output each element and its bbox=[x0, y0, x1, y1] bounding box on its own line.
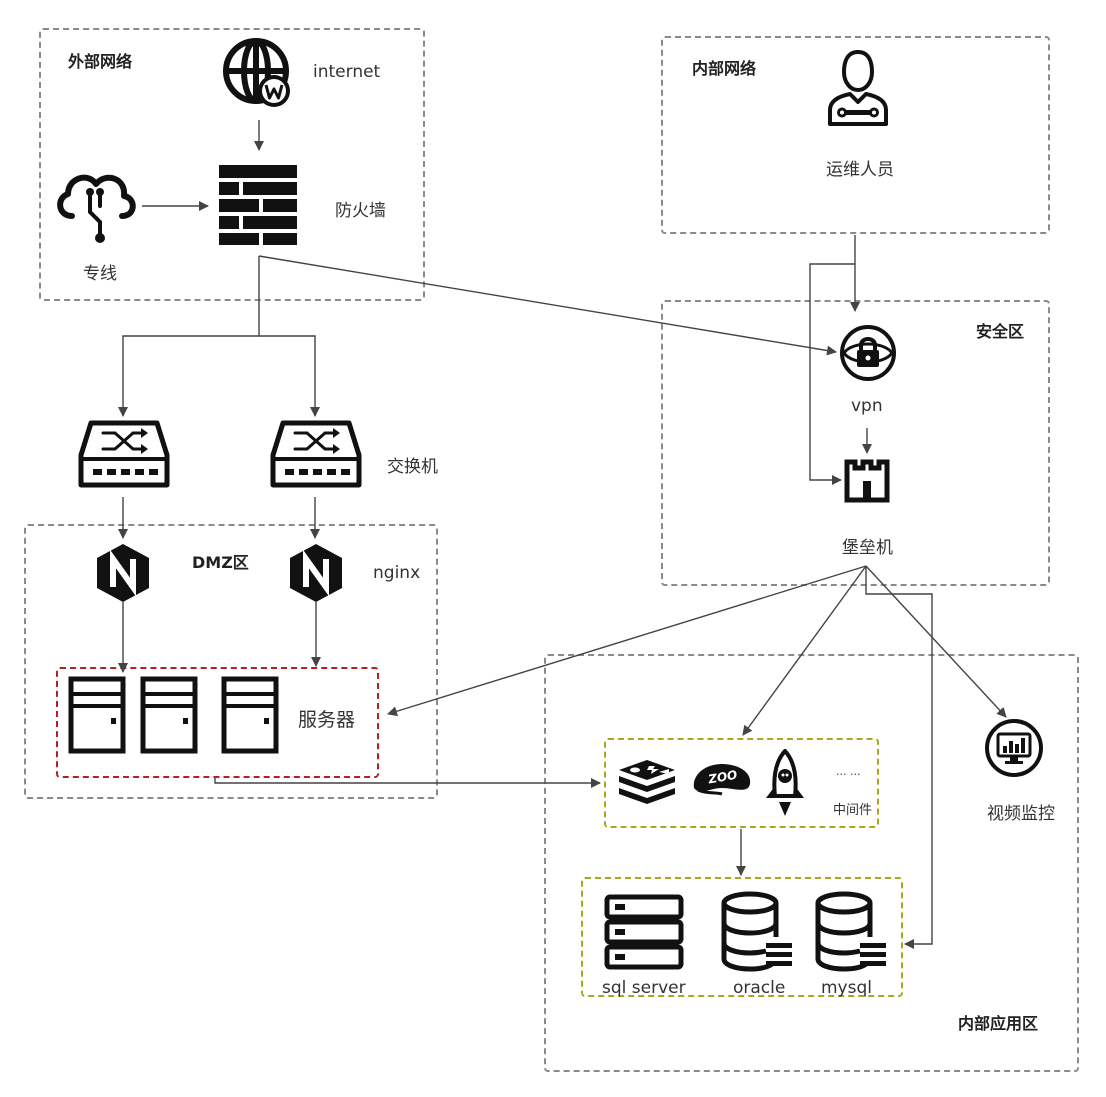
zookeeper-icon: ZOO bbox=[693, 764, 751, 796]
edge-ops-bastion bbox=[809, 263, 855, 485]
firewall-label: 防火墙 bbox=[335, 201, 386, 221]
monitor-chart-icon bbox=[985, 719, 1043, 777]
network-switch-icon bbox=[78, 420, 170, 488]
internal-network-title: 内部网络 bbox=[692, 59, 757, 78]
middleware-more-label: ... ... bbox=[836, 765, 861, 778]
leased-line-label: 专线 bbox=[83, 264, 117, 284]
server-cabinet-icon bbox=[68, 676, 126, 754]
nginx-hexagon-icon bbox=[97, 544, 149, 602]
middleware-label: 中间件 bbox=[833, 803, 873, 818]
external-network-title: 外部网络 bbox=[68, 52, 133, 71]
middleware-group bbox=[604, 738, 879, 828]
vpn-label: vpn bbox=[851, 396, 883, 416]
edge-bastion-monitor bbox=[865, 565, 1007, 718]
lock-globe-icon bbox=[840, 325, 896, 381]
svg-text:ZOO: ZOO bbox=[706, 768, 738, 787]
edge-bastion-servers bbox=[387, 565, 867, 717]
rocket-icon bbox=[766, 749, 804, 816]
brick-wall-icon bbox=[219, 165, 297, 245]
internal-app-zone-title: 内部应用区 bbox=[958, 1014, 1039, 1033]
dmz-zone bbox=[24, 524, 438, 799]
internet-label: internet bbox=[313, 62, 381, 82]
edge-bastion-database bbox=[865, 566, 933, 949]
security-zone-title: 安全区 bbox=[976, 322, 1025, 341]
server-cabinet-icon bbox=[221, 676, 279, 754]
dmz-zone-title: DMZ区 bbox=[192, 553, 249, 572]
redis-icon bbox=[619, 760, 675, 804]
edge-servers-middleware bbox=[214, 778, 601, 788]
server-stack-icon bbox=[604, 894, 684, 970]
person-wrench-icon bbox=[828, 50, 888, 126]
video-monitor-label: 视频监控 bbox=[987, 804, 1055, 824]
castle-tower-icon bbox=[844, 459, 890, 503]
internal-app-zone bbox=[544, 654, 1079, 1072]
external-network-zone bbox=[39, 28, 425, 301]
globe-w-icon bbox=[223, 38, 290, 107]
edge-firewall-switch-2 bbox=[259, 335, 320, 417]
oracle-label: oracle bbox=[733, 978, 786, 998]
servers-label: 服务器 bbox=[298, 709, 356, 731]
edge-firewall-switches bbox=[118, 256, 260, 417]
database-group bbox=[581, 877, 903, 997]
internal-network-zone bbox=[661, 36, 1050, 234]
database-icon bbox=[721, 891, 792, 972]
ops-staff-label: 运维人员 bbox=[826, 160, 894, 180]
database-icon bbox=[815, 891, 886, 972]
switch-label: 交换机 bbox=[387, 457, 438, 477]
edge-firewall-vpn bbox=[258, 255, 837, 356]
nginx-label: nginx bbox=[373, 563, 421, 583]
cloud-link-icon bbox=[57, 174, 136, 243]
mysql-label: mysql bbox=[821, 978, 872, 998]
bastion-label: 堡垒机 bbox=[842, 538, 893, 558]
nginx-hexagon-icon bbox=[290, 544, 342, 602]
network-switch-icon bbox=[270, 420, 362, 488]
server-group bbox=[56, 667, 379, 778]
server-cabinet-icon bbox=[140, 676, 198, 754]
edge-bastion-middleware bbox=[742, 565, 867, 736]
sql-server-label: sql server bbox=[602, 978, 686, 998]
